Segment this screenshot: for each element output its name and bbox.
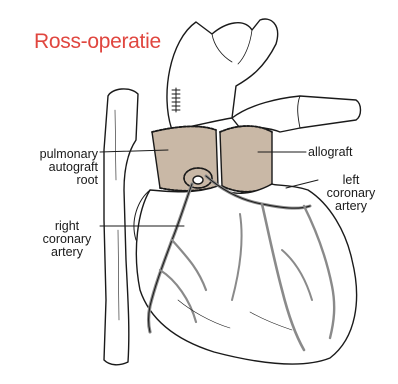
allograft (220, 126, 272, 192)
pointer-left-coronary (286, 180, 318, 188)
label-allograft: allograft (308, 146, 352, 159)
vena-cava (104, 89, 138, 365)
label-right-coronary-artery: right coronary artery (36, 220, 98, 259)
label-left-coronary-artery: left coronary artery (322, 174, 380, 213)
diagram-title: Ross-operatie (34, 30, 161, 54)
label-pulmonary-autograft-root: pulmonary autograft root (22, 148, 98, 187)
